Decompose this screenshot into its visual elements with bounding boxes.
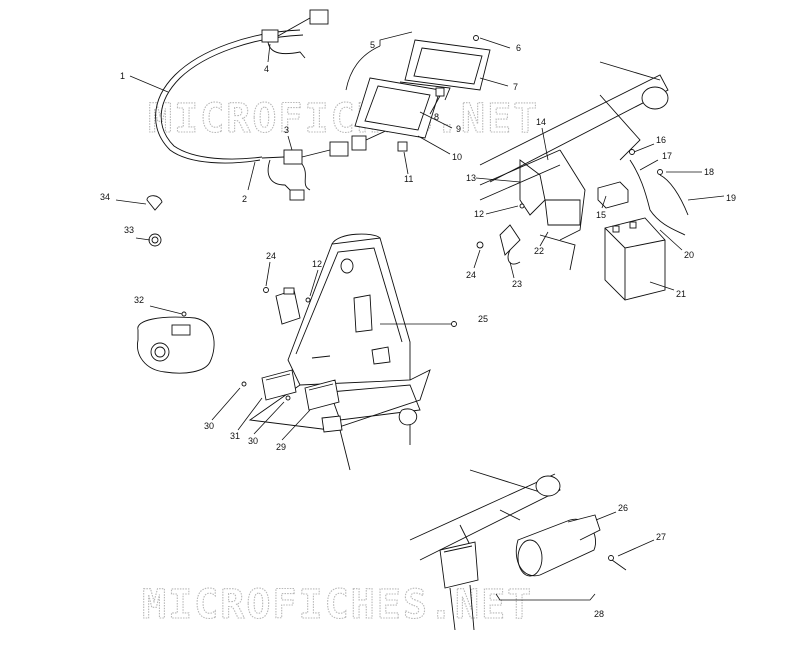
- callout-32: 32: [134, 295, 144, 305]
- callout-6: 6: [516, 43, 521, 53]
- watermark-top: MICROFICHES.NET: [148, 96, 539, 142]
- callout-30-b: 30: [248, 436, 258, 446]
- callout-11: 11: [404, 174, 413, 184]
- cdi-modules: [241, 369, 340, 411]
- tail-light-assembly: [354, 35, 491, 152]
- callout-7: 7: [513, 82, 518, 92]
- callout-9: 9: [456, 124, 461, 134]
- callout-34: 34: [100, 192, 110, 202]
- callout-31: 31: [230, 431, 240, 441]
- callout-18: 18: [704, 167, 714, 177]
- callout-15: 15: [596, 210, 606, 220]
- callout-20: 20: [684, 250, 694, 260]
- mounting-plate: [248, 233, 457, 471]
- callout-13: 13: [466, 173, 476, 183]
- callout-2: 2: [242, 194, 247, 204]
- callout-24-a: 24: [466, 270, 476, 280]
- callout-1: 1: [120, 71, 125, 81]
- callout-12-a: 12: [474, 209, 484, 219]
- callout-3: 3: [284, 125, 289, 135]
- callout-25: 25: [478, 314, 488, 324]
- callout-8: 8: [434, 112, 439, 122]
- callout-30-a: 30: [204, 421, 214, 431]
- callout-12-b: 12: [312, 259, 322, 269]
- starter-section: [409, 469, 627, 631]
- callout-28: 28: [594, 609, 604, 619]
- callout-33: 33: [124, 225, 134, 235]
- leader-lines: [115, 31, 725, 601]
- callout-24-b: 24: [266, 251, 276, 261]
- callout-16: 16: [656, 135, 666, 145]
- regulator: [263, 287, 311, 325]
- callout-17: 17: [662, 151, 672, 161]
- callout-29: 29: [276, 442, 286, 452]
- watermark-bottom: MICROFICHES.NET: [142, 582, 533, 628]
- callout-21: 21: [676, 289, 686, 299]
- frame-rear-section: [479, 61, 669, 271]
- callout-5: 5: [370, 40, 375, 50]
- callout-14: 14: [536, 117, 546, 127]
- callout-19: 19: [726, 193, 736, 203]
- callout-27: 27: [656, 532, 666, 542]
- callout-10: 10: [452, 152, 462, 162]
- callout-22: 22: [534, 246, 544, 256]
- small-parts-left: [137, 195, 215, 374]
- callout-4: 4: [264, 64, 269, 74]
- callout-26: 26: [618, 503, 628, 513]
- callout-23: 23: [512, 279, 522, 289]
- battery: [476, 149, 689, 301]
